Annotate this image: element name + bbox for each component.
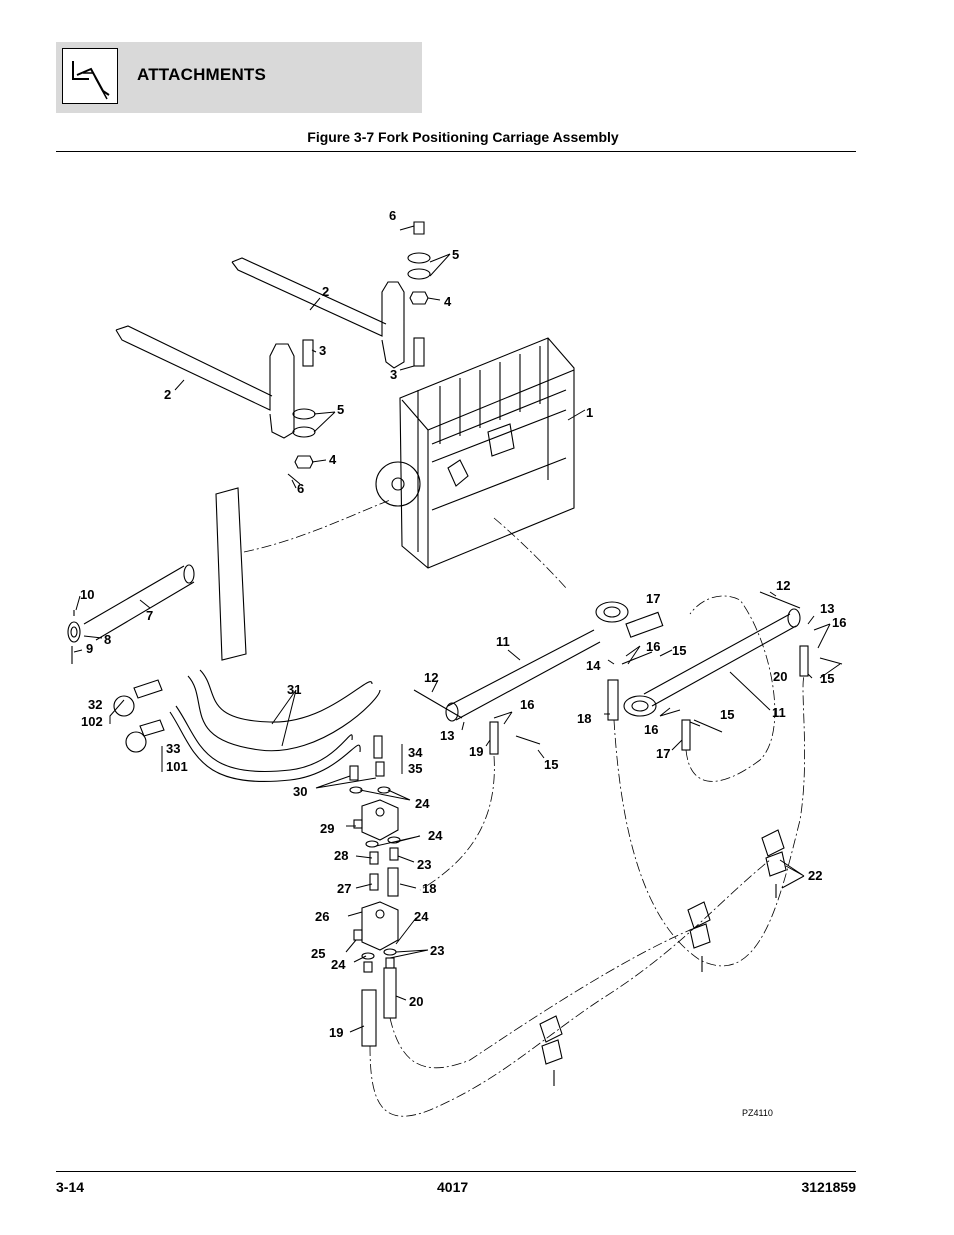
model-number: 4017 xyxy=(437,1179,469,1195)
callout-label: 18 xyxy=(577,711,591,726)
callout-label: 1 xyxy=(586,405,593,420)
callout-label: 14 xyxy=(586,658,601,673)
callout-label: 15 xyxy=(672,643,686,658)
routing-lines xyxy=(243,499,805,1117)
page-number: 3-14 xyxy=(56,1179,85,1195)
callout-label: 27 xyxy=(337,881,351,896)
callout-label: 4 xyxy=(329,452,337,467)
fork-attachment-icon xyxy=(62,48,118,104)
callout-label: 16 xyxy=(832,615,846,630)
callout-label: 11 xyxy=(496,634,510,649)
callout-label: 11 xyxy=(772,705,786,720)
callout-label: 25 xyxy=(311,946,325,961)
callout-label: 12 xyxy=(776,578,790,593)
callout-label: 22 xyxy=(808,868,822,883)
callout-label: 31 xyxy=(287,682,301,697)
callout-label: 3 xyxy=(390,367,397,382)
callout-label: 23 xyxy=(430,943,444,958)
callout-label: 16 xyxy=(646,639,660,654)
callout-label: 30 xyxy=(293,784,307,799)
callout-label: 17 xyxy=(646,591,660,606)
callout-label: 12 xyxy=(424,670,438,685)
callout-label: 7 xyxy=(146,608,153,623)
callout-label: 34 xyxy=(408,745,423,760)
callout-label: 6 xyxy=(389,208,396,223)
callout-label: 35 xyxy=(408,761,422,776)
callout-label: 5 xyxy=(337,402,344,417)
callout-label: 4 xyxy=(444,294,452,309)
callout-label: 15 xyxy=(820,671,834,686)
callout-label: 18 xyxy=(422,881,436,896)
manual-number: 3121859 xyxy=(801,1179,856,1195)
callout-label: 24 xyxy=(414,909,429,924)
footer-rule xyxy=(56,1171,856,1172)
callout-label: 13 xyxy=(440,728,454,743)
callout-label: 17 xyxy=(656,746,670,761)
callout-label: 26 xyxy=(315,909,329,924)
callout-label: 5 xyxy=(452,247,459,262)
line-art xyxy=(67,221,843,1086)
callout-label: 24 xyxy=(428,828,443,843)
callout-label: 6 xyxy=(297,481,304,496)
figure-title: Figure 3-7 Fork Positioning Carriage Ass… xyxy=(0,129,954,145)
section-title: ATTACHMENTS xyxy=(137,65,267,84)
callout-label: 20 xyxy=(409,994,423,1009)
callout-label: 28 xyxy=(334,848,348,863)
callout-label: 20 xyxy=(773,669,787,684)
leader-lines xyxy=(73,253,841,1033)
callout-label: 15 xyxy=(720,707,734,722)
callout-label: 101 xyxy=(166,759,188,774)
callout-label: 13 xyxy=(820,601,834,616)
callout-label: 32 xyxy=(88,697,102,712)
callout-label: 102 xyxy=(81,714,103,729)
callout-label: 15 xyxy=(544,757,558,772)
figure-title-text: Figure 3-7 Fork Positioning Carriage Ass… xyxy=(307,129,619,145)
callout-label: 29 xyxy=(320,821,334,836)
callout-label: 16 xyxy=(644,722,658,737)
header-rule xyxy=(56,151,856,152)
callout-label: 19 xyxy=(469,744,483,759)
callout-label: 2 xyxy=(164,387,171,402)
callout-label: 10 xyxy=(80,587,94,602)
callout-label: 2 xyxy=(322,284,329,299)
callout-label: 3 xyxy=(319,343,326,358)
callout-label: 33 xyxy=(166,741,180,756)
callout-label: 8 xyxy=(104,632,111,647)
callout-label: 16 xyxy=(520,697,534,712)
callout-label: 9 xyxy=(86,641,93,656)
callout-labels: 6 5 4 2 3 3 2 1 5 4 6 10 7 8 9 12 17 13 … xyxy=(80,208,846,1040)
drawing-code: PZ4110 xyxy=(742,1108,773,1118)
callout-label: 24 xyxy=(415,796,430,811)
callout-label: 19 xyxy=(329,1025,343,1040)
callout-label: 23 xyxy=(417,857,431,872)
callout-label: 24 xyxy=(331,957,346,972)
